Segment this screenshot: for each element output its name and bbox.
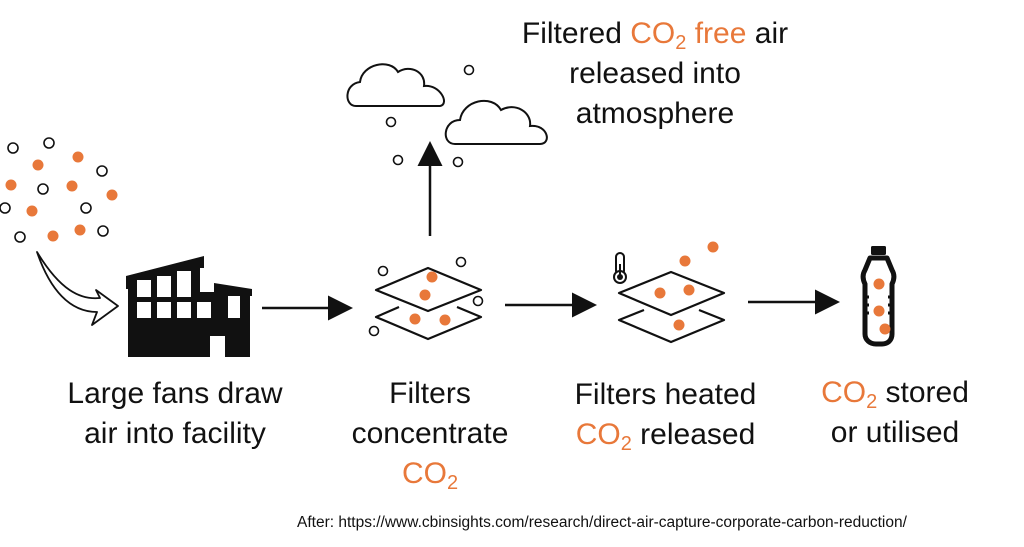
curved-arrow-icon — [36, 251, 119, 326]
filter-layers-icon — [368, 256, 484, 341]
released-air-label: Filtered CO2 free air released into atmo… — [521, 17, 789, 130]
co2-text: CO2 free — [630, 17, 747, 54]
air-particles-icon — [0, 137, 118, 243]
free-air-particles-icon — [385, 64, 475, 168]
co2-text: CO2 — [821, 376, 878, 413]
citation: After: https://www.cbinsights.com/resear… — [297, 514, 907, 531]
factory-icon — [126, 256, 252, 357]
step-heated-label: Filters heated CO2 released — [574, 378, 757, 455]
thermometer-icon — [613, 252, 627, 284]
bottle-icon — [860, 246, 897, 347]
heated-filter-icon — [613, 241, 726, 344]
co2-text: CO2 — [575, 418, 632, 455]
step-stored-label: CO2 stored or utilised — [821, 376, 969, 449]
co2-text: CO2 — [401, 457, 459, 494]
cloud-icon — [346, 63, 548, 145]
